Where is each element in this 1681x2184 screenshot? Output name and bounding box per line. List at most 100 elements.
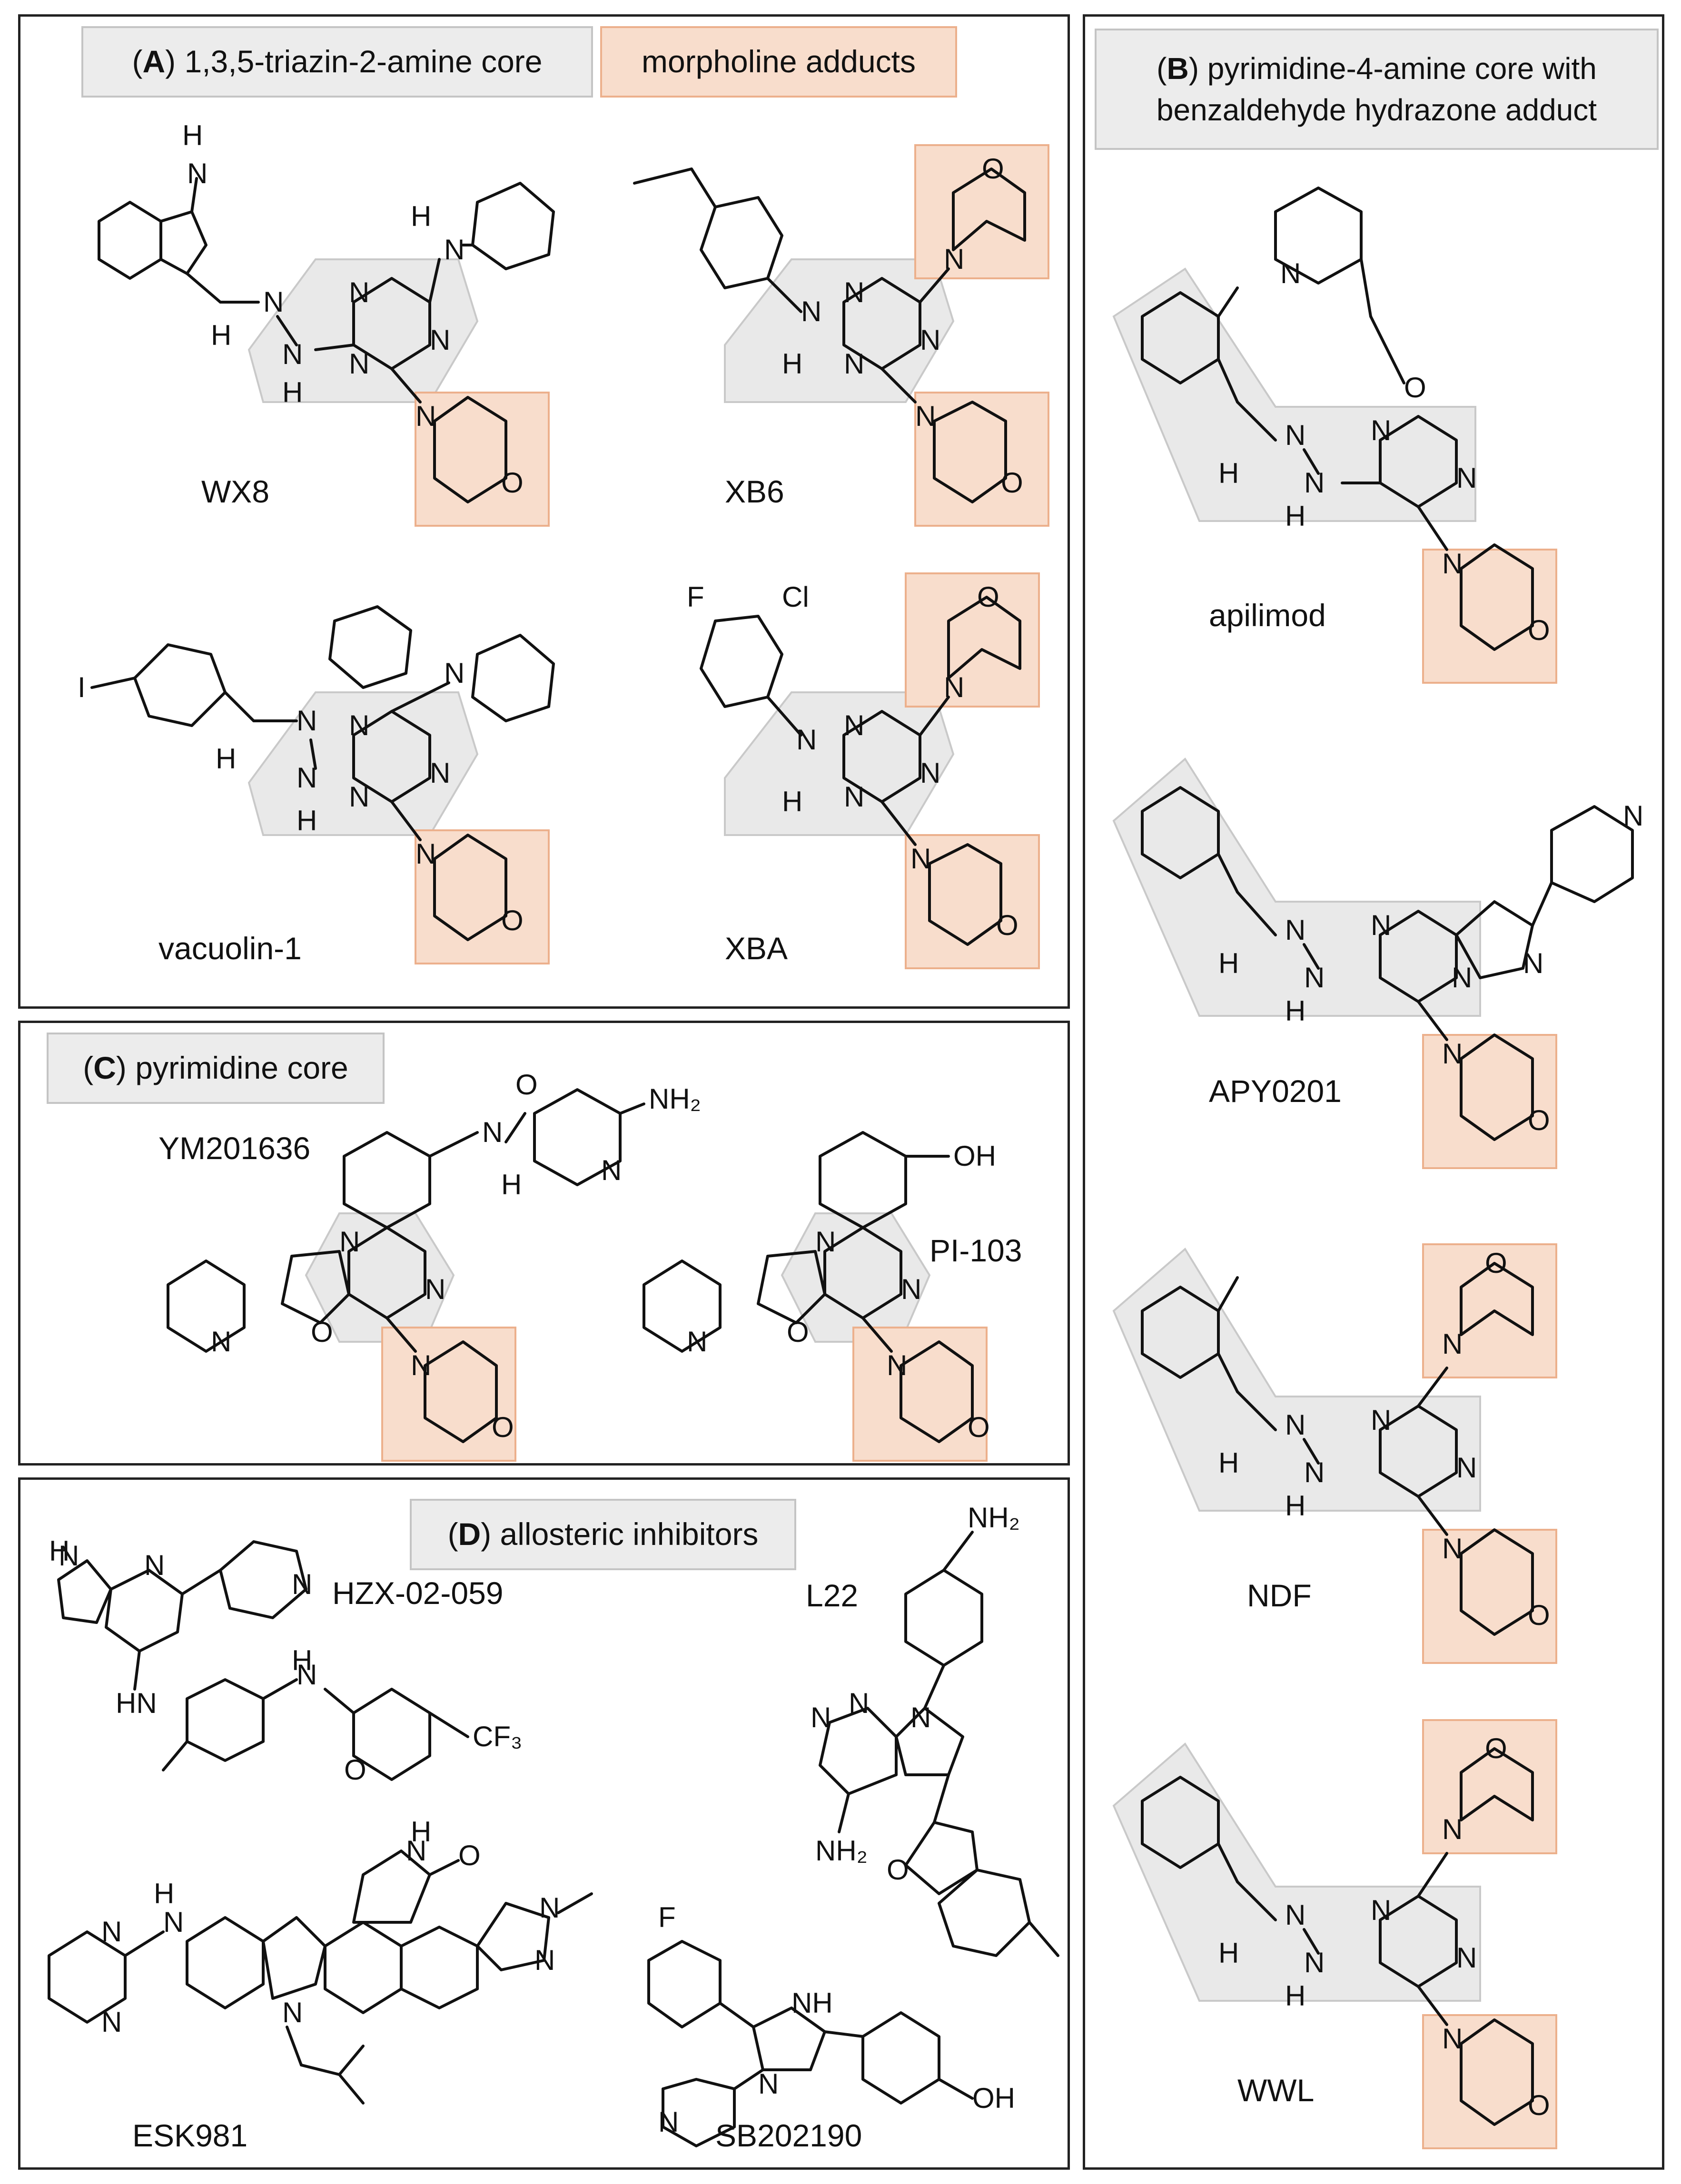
- svg-text:N: N: [59, 1540, 79, 1572]
- svg-text:N: N: [349, 276, 369, 308]
- svg-text:H: H: [782, 348, 802, 380]
- compound-label-apy0201: APY0201: [1209, 1073, 1342, 1109]
- structure-apilimod: N O HN NH NN N O: [1112, 187, 1557, 684]
- compound-label-sb202190: SB202190: [715, 2118, 862, 2153]
- svg-text:N: N: [444, 234, 465, 266]
- svg-text:N: N: [815, 1226, 836, 1258]
- structure-sb202190: F NHN N OH: [647, 1901, 1015, 2147]
- svg-text:N: N: [349, 709, 369, 741]
- svg-text:N: N: [1442, 1813, 1463, 1845]
- svg-text:N: N: [844, 348, 864, 380]
- svg-text:N: N: [1623, 800, 1643, 832]
- svg-text:N: N: [163, 1906, 184, 1938]
- morpholine-legend: morpholine adducts: [600, 26, 957, 98]
- svg-text:N: N: [282, 1997, 303, 2028]
- compound-label-wx8: WX8: [201, 474, 270, 509]
- svg-text:N: N: [844, 781, 864, 813]
- structure-ndf: HN NH NN N O N O: [1112, 1243, 1557, 1664]
- svg-text:N: N: [920, 757, 940, 789]
- svg-text:N: N: [1285, 419, 1305, 451]
- svg-text:H: H: [154, 1878, 174, 1909]
- svg-text:N: N: [910, 843, 931, 875]
- svg-text:O: O: [982, 153, 1004, 185]
- structure-vacuolin-1: I HN NH NNN N N O: [78, 605, 555, 964]
- svg-text:H: H: [1285, 995, 1305, 1027]
- svg-text:N: N: [1456, 462, 1477, 494]
- svg-text:O: O: [996, 909, 1018, 941]
- compound-label-ym201636: YM201636: [158, 1131, 311, 1166]
- svg-text:N: N: [915, 400, 936, 432]
- svg-text:H: H: [1218, 947, 1239, 979]
- svg-text:OH: OH: [953, 1140, 996, 1172]
- structure-pi-103: OH NN O N N O: [643, 1131, 996, 1462]
- svg-text:NH: NH: [791, 1987, 833, 2019]
- svg-text:O: O: [311, 1316, 333, 1348]
- compound-label-esk981: ESK981: [132, 2118, 248, 2153]
- svg-text:N: N: [1304, 467, 1325, 499]
- svg-text:H: H: [282, 376, 303, 408]
- svg-text:N: N: [339, 1226, 360, 1258]
- svg-text:N: N: [187, 157, 208, 189]
- svg-text:F: F: [658, 1901, 676, 1933]
- svg-text:N: N: [430, 324, 450, 356]
- svg-text:N: N: [920, 324, 940, 356]
- panel-d-title: (D) allosteric inhibitors: [410, 1499, 796, 1570]
- structure-wx8: HN HN NH NNN HN N O: [98, 119, 555, 527]
- svg-text:H: H: [501, 1169, 522, 1200]
- svg-text:N: N: [297, 705, 317, 737]
- svg-text:N: N: [415, 400, 436, 432]
- svg-text:N: N: [844, 276, 864, 308]
- svg-text:N: N: [1442, 1533, 1463, 1564]
- svg-text:Cl: Cl: [782, 581, 809, 613]
- svg-text:N: N: [101, 1916, 122, 1948]
- svg-text:O: O: [1404, 372, 1426, 403]
- svg-text:H: H: [1285, 1490, 1305, 1522]
- svg-text:N: N: [482, 1116, 503, 1148]
- svg-text:N: N: [844, 709, 864, 741]
- svg-text:N: N: [292, 1568, 312, 1600]
- svg-text:H: H: [411, 200, 431, 232]
- svg-text:H: H: [1218, 1937, 1239, 1969]
- svg-text:H: H: [1285, 500, 1305, 532]
- svg-text:HN: HN: [116, 1687, 157, 1719]
- compound-label-ndf: NDF: [1247, 1578, 1312, 1613]
- panel-c-title: (C) pyrimidine core: [47, 1033, 385, 1104]
- svg-text:N: N: [849, 1687, 869, 1719]
- svg-text:O: O: [787, 1316, 809, 1348]
- svg-text:N: N: [1304, 962, 1325, 994]
- svg-text:N: N: [411, 1349, 431, 1381]
- svg-text:N: N: [297, 762, 317, 794]
- svg-text:O: O: [1528, 1104, 1550, 1136]
- svg-text:O: O: [344, 1754, 366, 1786]
- compound-label-wwl: WWL: [1237, 2073, 1315, 2108]
- svg-text:H: H: [211, 319, 231, 351]
- svg-text:H: H: [292, 1644, 312, 1676]
- structure-xb6: NH NNN N O N O: [633, 144, 1049, 527]
- svg-text:N: N: [1371, 414, 1391, 446]
- svg-text:O: O: [1001, 467, 1023, 499]
- svg-text:O: O: [977, 581, 999, 613]
- svg-text:H: H: [411, 1816, 431, 1848]
- svg-text:N: N: [1523, 947, 1543, 979]
- svg-text:N: N: [1442, 1328, 1463, 1360]
- svg-text:O: O: [1528, 1599, 1550, 1631]
- svg-text:NH₂: NH₂: [649, 1083, 701, 1115]
- compound-label-xba: XBA: [725, 931, 788, 966]
- svg-text:N: N: [415, 838, 436, 870]
- svg-text:N: N: [101, 2006, 122, 2038]
- svg-text:N: N: [801, 295, 821, 327]
- svg-text:N: N: [349, 781, 369, 813]
- svg-text:N: N: [349, 348, 369, 380]
- svg-text:H: H: [297, 805, 317, 836]
- svg-text:N: N: [901, 1273, 921, 1305]
- svg-text:CF₃: CF₃: [473, 1721, 522, 1752]
- svg-text:N: N: [297, 1659, 317, 1691]
- compound-label-l22: L22: [806, 1578, 859, 1613]
- svg-text:N: N: [1456, 1452, 1477, 1484]
